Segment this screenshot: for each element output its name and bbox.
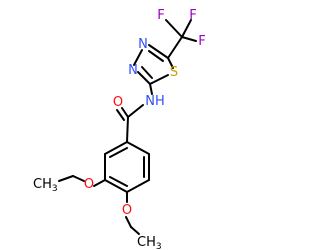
ch3-bottom-label: CH bbox=[137, 235, 156, 250]
bond-c-f3 bbox=[181, 19, 192, 38]
bond-c5-n4 bbox=[148, 44, 169, 59]
bond-n3-c2 bbox=[137, 71, 151, 85]
atom-f3: F bbox=[189, 8, 196, 23]
bond-c5-n4-double bbox=[148, 50, 164, 62]
atom-o-carbonyl: O bbox=[113, 95, 123, 110]
bond-b3-o1 bbox=[93, 179, 106, 187]
atom-nh: NH bbox=[145, 94, 165, 109]
atom-n-ring-top: N bbox=[138, 37, 148, 52]
ch3-left-label: CH bbox=[33, 177, 52, 192]
bond-n3-c2-double bbox=[141, 66, 153, 79]
bond-c-f1 bbox=[165, 19, 183, 38]
bond-b3-b4 bbox=[104, 179, 128, 193]
bond-c-o-double bbox=[116, 109, 125, 121]
molecule-structure: F F F N N S NH O O O CH3 CH3 bbox=[33, 8, 206, 250]
ch3-bottom-subscript: 3 bbox=[156, 242, 162, 250]
bond-n4-n3 bbox=[133, 49, 143, 66]
bond-b1-b2-inner bbox=[109, 147, 128, 158]
bond-o1-ch2 bbox=[72, 175, 85, 182]
atom-ch3-left: CH3 bbox=[33, 177, 58, 194]
atom-o-ether-2: O bbox=[122, 203, 132, 218]
atom-n-ring-bottom: N bbox=[128, 63, 138, 78]
bond-b3-b4-inner bbox=[109, 176, 128, 187]
atom-ch3-bottom: CH3 bbox=[137, 235, 162, 250]
bond-c2-nh bbox=[149, 83, 153, 95]
bond-c-f2 bbox=[181, 36, 197, 42]
bond-b1-b2 bbox=[104, 141, 128, 155]
atom-f1: F bbox=[157, 8, 164, 23]
bond-carbonyl-ring bbox=[126, 116, 129, 143]
bond-b6-b1 bbox=[126, 141, 150, 155]
molecule-diagram: F F F N N S NH O O O CH3 CH3 bbox=[33, 8, 206, 250]
bond-b4-b5 bbox=[126, 179, 150, 193]
atom-o-ether-1: O bbox=[84, 177, 94, 192]
atom-labels: F F F N N S NH O O O CH3 CH3 bbox=[33, 8, 206, 250]
bond-s1-c5 bbox=[167, 57, 174, 69]
atom-f2: F bbox=[198, 34, 205, 49]
ch3-left-subscript: 3 bbox=[52, 184, 58, 194]
bond-cf3-ring bbox=[167, 36, 183, 59]
bond-c-o bbox=[121, 107, 129, 118]
bond-ch2-ch3-left bbox=[58, 175, 74, 182]
bond-c2-s1 bbox=[149, 74, 169, 85]
bond-nh-carbonyl bbox=[127, 104, 144, 118]
bond-o2-ch2 bbox=[125, 216, 132, 228]
bond-ch2-ch3-bottom bbox=[130, 226, 140, 235]
atom-s-ring: S bbox=[170, 65, 178, 80]
bonds bbox=[58, 19, 197, 235]
